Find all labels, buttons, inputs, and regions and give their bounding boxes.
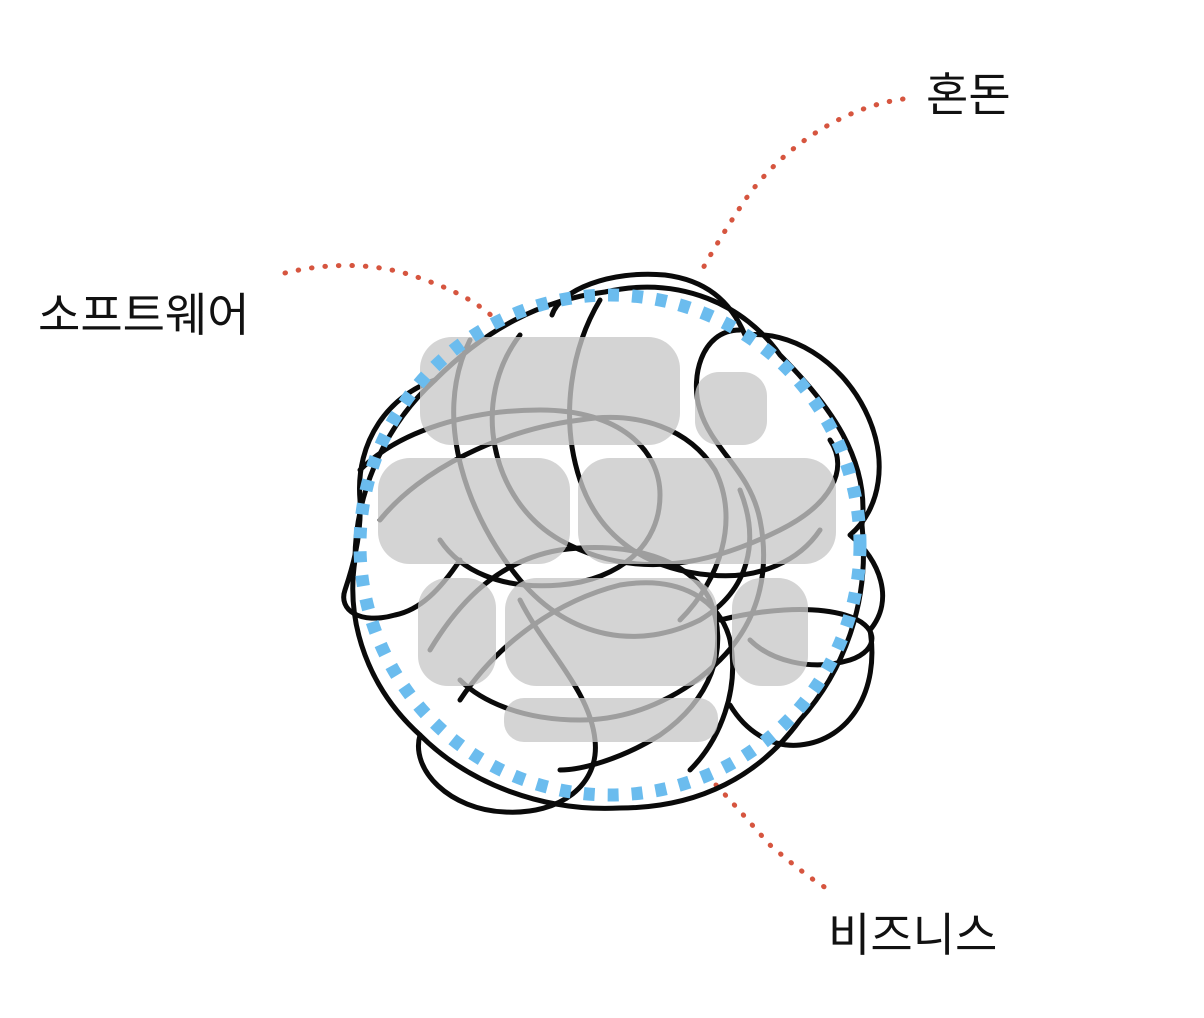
leader-line-business <box>713 782 829 891</box>
chaos-label: 혼돈 <box>926 68 1011 122</box>
block-lower-center <box>505 578 717 686</box>
block-top-small <box>695 372 767 445</box>
component-blocks <box>378 337 836 742</box>
block-lower-left <box>418 578 496 686</box>
block-middle-right <box>578 458 836 564</box>
leader-line-chaos <box>699 96 906 273</box>
business-label: 비즈니스 <box>828 908 998 962</box>
block-lower-right <box>732 578 808 686</box>
tangle-outer-loop-4 <box>341 377 463 621</box>
software-label: 소프트웨어 <box>38 288 250 342</box>
block-top-wide <box>420 337 680 445</box>
block-middle-left <box>378 458 570 564</box>
block-bottom <box>504 698 718 742</box>
system-boundary-circle <box>353 288 867 802</box>
tangle-outer-loop-2 <box>549 271 886 748</box>
leader-line-software <box>282 262 505 329</box>
leader-lines <box>282 96 906 891</box>
